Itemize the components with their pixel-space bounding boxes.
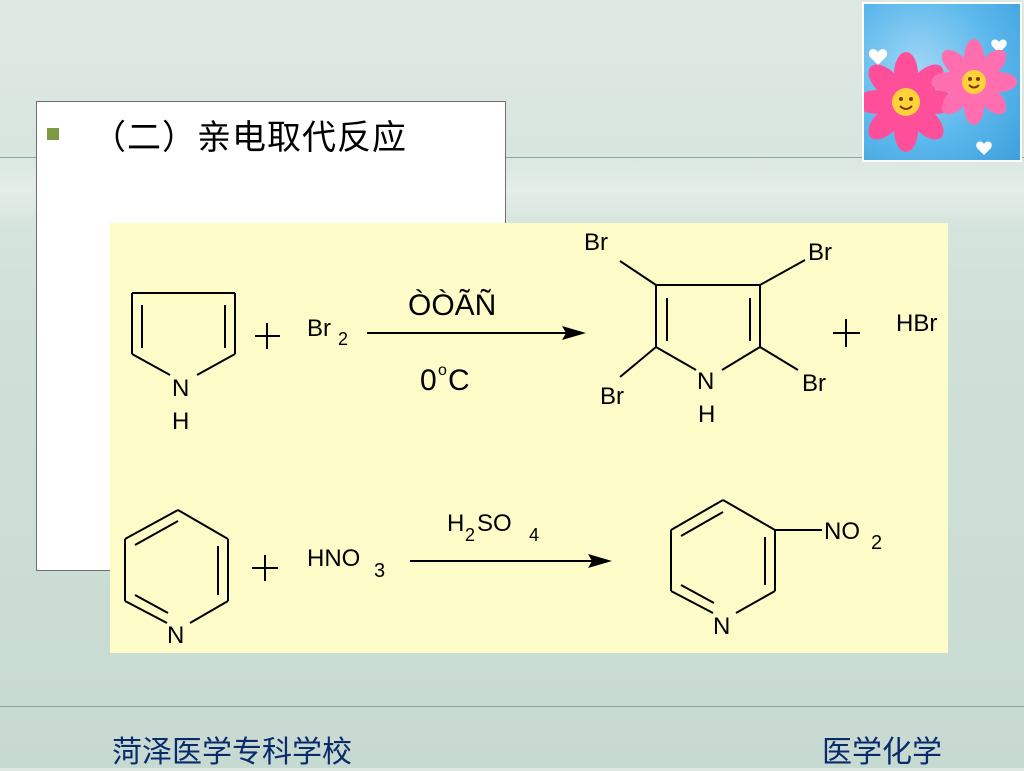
reactant-h-label: H — [172, 408, 189, 435]
flower-heart-icon — [864, 39, 1017, 155]
arrowhead — [588, 554, 612, 568]
reagent-br-subscript: 2 — [338, 329, 348, 349]
product-br-top-right: Br — [808, 239, 832, 266]
nitro-group-subscript: 2 — [871, 532, 882, 554]
background-line-bottom — [0, 706, 1024, 707]
background-line-top — [0, 157, 1024, 158]
pyridine-n-label: N — [167, 622, 184, 649]
slide-heading: （二）亲电取代反应 — [92, 118, 407, 158]
condition-so-label: SO — [477, 510, 512, 537]
flower-picture — [862, 2, 1022, 162]
condition-so-subscript: 4 — [529, 525, 539, 545]
product-br-bottom-right: Br — [802, 370, 826, 397]
product-h-label: H — [698, 401, 715, 428]
condition-temp-degree: o — [438, 362, 447, 379]
footer-school-name: 菏泽医学专科学校 — [112, 735, 352, 770]
pyrrole-structure — [131, 292, 236, 376]
footer-course-name: 医学化学 — [822, 735, 942, 770]
reagent-br-label: Br — [307, 315, 331, 342]
bullet-marker — [47, 128, 59, 140]
reagent-hno3-subscript: 3 — [374, 560, 385, 582]
tetrabromopyrrole-structure — [619, 259, 806, 378]
nitro-group-label: NO — [824, 518, 860, 545]
reagent-hno3-label: HNO — [307, 545, 360, 572]
pyridine-structure — [124, 509, 229, 624]
condition-solvent-label: ÒÒÃÑ — [408, 288, 496, 322]
reactant-n-label: N — [172, 375, 189, 402]
nitropyridine-n-label: N — [713, 613, 730, 640]
byproduct-hbr-label: HBr — [896, 310, 937, 337]
product-n-label: N — [697, 368, 714, 395]
condition-temp-unit: C — [448, 364, 470, 397]
condition-h-label: H — [447, 510, 464, 537]
condition-h-subscript: 2 — [465, 525, 475, 545]
condition-temp-number: 0 — [420, 364, 437, 397]
nitropyridine-structure — [670, 499, 822, 614]
reaction-panel: N H Br 2 ÒÒÃÑ 0 o C Br Br Br Br N H HBr … — [110, 223, 948, 653]
product-br-top-left: Br — [584, 229, 608, 256]
product-br-bottom-left: Br — [600, 383, 624, 410]
arrowhead — [562, 326, 586, 340]
